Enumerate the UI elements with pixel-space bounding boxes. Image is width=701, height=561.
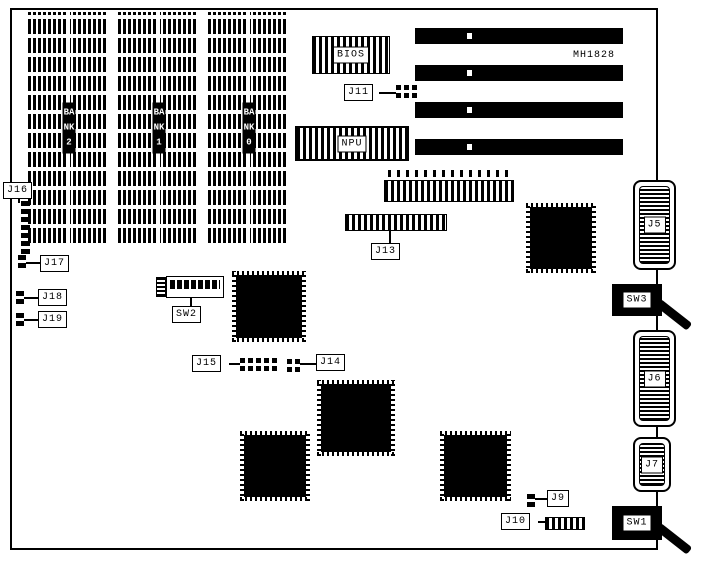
jumper-j18 bbox=[16, 290, 24, 304]
label-j13: J13 bbox=[371, 243, 401, 260]
leader-line bbox=[24, 319, 38, 321]
memory-bank-1: BANK1 bbox=[118, 12, 200, 243]
qfp-chip bbox=[240, 431, 310, 501]
pin-header-j16 bbox=[21, 200, 30, 254]
label-sw3: SW3 bbox=[622, 291, 652, 309]
qfp-chip bbox=[232, 271, 306, 342]
connector-j13 bbox=[345, 214, 447, 231]
leader-line bbox=[18, 197, 20, 203]
leader-line bbox=[389, 231, 391, 243]
qfp-chip bbox=[317, 380, 395, 456]
label-j16: J16 bbox=[3, 182, 33, 199]
leader-line bbox=[26, 262, 40, 264]
jumper-strip-j10 bbox=[545, 517, 585, 530]
leader-line bbox=[379, 92, 396, 94]
leader-line bbox=[24, 297, 38, 299]
label-j14: J14 bbox=[316, 354, 346, 371]
component-row bbox=[388, 170, 512, 177]
leader-line bbox=[229, 363, 240, 365]
part-number: MH1828 bbox=[573, 50, 616, 61]
leader-line bbox=[190, 298, 192, 306]
memory-bank-2: BANK2 bbox=[28, 12, 110, 243]
label-j18: J18 bbox=[38, 289, 68, 306]
npu-label: NPU bbox=[337, 135, 367, 152]
dip-socket bbox=[384, 180, 514, 202]
label-sw2: SW2 bbox=[172, 306, 202, 323]
small-chip bbox=[156, 277, 166, 297]
leader-line bbox=[300, 363, 316, 365]
isa-slot-4 bbox=[415, 139, 623, 155]
label-j7: J7 bbox=[640, 456, 664, 473]
dip-switch-sw2 bbox=[166, 276, 224, 298]
bank-1-label: BANK1 bbox=[152, 102, 166, 153]
leader-line bbox=[535, 498, 547, 500]
memory-bank-0: BANK0 bbox=[208, 12, 290, 243]
label-j5: J5 bbox=[643, 216, 666, 234]
isa-slot-1 bbox=[415, 28, 623, 44]
connector-j7: J7 bbox=[633, 437, 671, 492]
label-j17: J17 bbox=[40, 255, 70, 272]
board-outline bbox=[10, 8, 658, 550]
jumper-j19 bbox=[16, 312, 24, 326]
bank-2-label: BANK2 bbox=[62, 102, 76, 153]
connector-j6: J6 bbox=[633, 330, 676, 427]
qfp-chip bbox=[526, 203, 596, 273]
jumper-j11 bbox=[396, 85, 417, 98]
label-j15: J15 bbox=[192, 355, 222, 372]
isa-slot-3 bbox=[415, 102, 623, 118]
label-sw1: SW1 bbox=[622, 514, 652, 532]
bank-0-label: BANK0 bbox=[242, 102, 256, 153]
bios-label: BIOS bbox=[332, 46, 370, 64]
label-j6: J6 bbox=[643, 370, 666, 387]
switch-sw1: SW1 bbox=[612, 506, 662, 540]
npu-socket: NPU bbox=[295, 126, 409, 161]
leader-line bbox=[538, 521, 545, 523]
connector-j5: J5 bbox=[633, 180, 676, 270]
qfp-chip bbox=[440, 431, 511, 501]
jumper-j9 bbox=[527, 491, 535, 507]
jumper-j14 bbox=[287, 356, 300, 372]
dip-switch-cells bbox=[170, 280, 220, 289]
label-j19: J19 bbox=[38, 311, 68, 328]
label-j11: J11 bbox=[344, 84, 374, 101]
label-j9: J9 bbox=[547, 490, 570, 507]
label-j10: J10 bbox=[501, 513, 531, 530]
isa-slot-2 bbox=[415, 65, 623, 81]
switch-sw3: SW3 bbox=[612, 284, 662, 316]
bios-chip: BIOS bbox=[312, 36, 390, 74]
jumper-j15 bbox=[240, 355, 277, 371]
jumper-j17 bbox=[18, 252, 26, 268]
